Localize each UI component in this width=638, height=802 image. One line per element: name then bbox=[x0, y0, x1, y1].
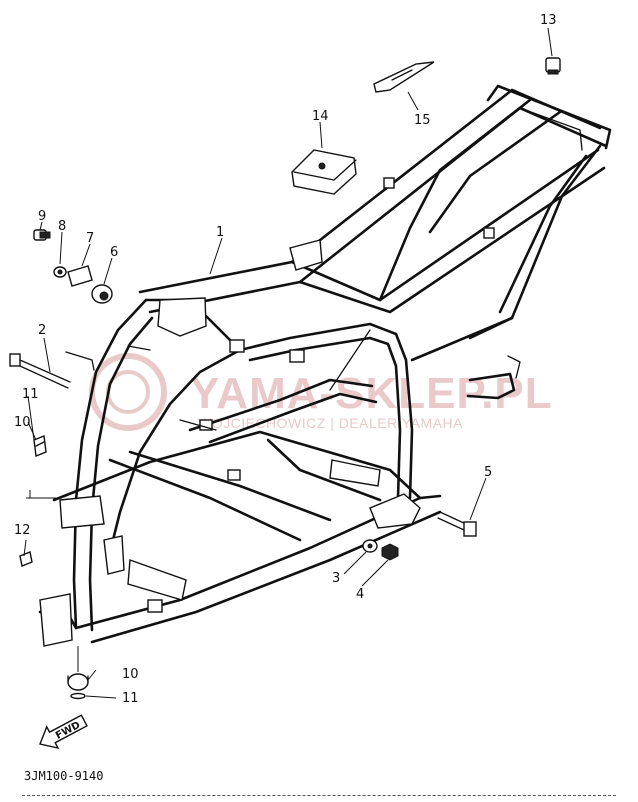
part-14-damper bbox=[291, 149, 357, 195]
callout-14: 14 bbox=[312, 109, 329, 124]
callout-numbers: 1 2 3 4 5 6 7 8 9 10 11 12 13 14 15 10 1… bbox=[14, 13, 557, 706]
callout-4: 4 bbox=[356, 587, 364, 602]
callout-5: 5 bbox=[484, 465, 492, 480]
leader-lines bbox=[23, 27, 553, 699]
watermark-sub: WOJCIECHOWICZ | DEALER YAMAHA bbox=[198, 415, 463, 431]
callout-2: 2 bbox=[38, 323, 46, 338]
callout-10-top: 10 bbox=[14, 415, 31, 430]
footer-rule bbox=[22, 795, 616, 796]
callout-13: 13 bbox=[540, 13, 557, 28]
left-clips bbox=[19, 435, 47, 567]
callout-9: 9 bbox=[38, 209, 46, 224]
callout-3: 3 bbox=[332, 571, 340, 586]
callout-11-top: 11 bbox=[22, 387, 39, 402]
callout-7: 7 bbox=[86, 231, 94, 246]
callout-12: 12 bbox=[14, 523, 31, 538]
callout-15: 15 bbox=[414, 113, 431, 128]
callout-1: 1 bbox=[216, 225, 224, 240]
part-13-cap bbox=[545, 57, 561, 75]
part-5-bolt bbox=[437, 511, 477, 537]
mount-hardware bbox=[33, 229, 113, 304]
main-frame bbox=[38, 84, 612, 647]
washer-and-nut bbox=[362, 539, 399, 561]
callout-6: 6 bbox=[110, 245, 118, 260]
bottom-damper bbox=[67, 673, 89, 700]
fwd-arrow: FWD bbox=[39, 714, 88, 750]
diagram-code: 3JM100-9140 bbox=[24, 769, 103, 783]
callout-10-bottom: 10 bbox=[122, 667, 139, 682]
part-2-bolt bbox=[9, 353, 71, 389]
part-15-plate bbox=[373, 61, 435, 93]
callout-8: 8 bbox=[58, 219, 66, 234]
callout-11-bottom: 11 bbox=[122, 691, 139, 706]
